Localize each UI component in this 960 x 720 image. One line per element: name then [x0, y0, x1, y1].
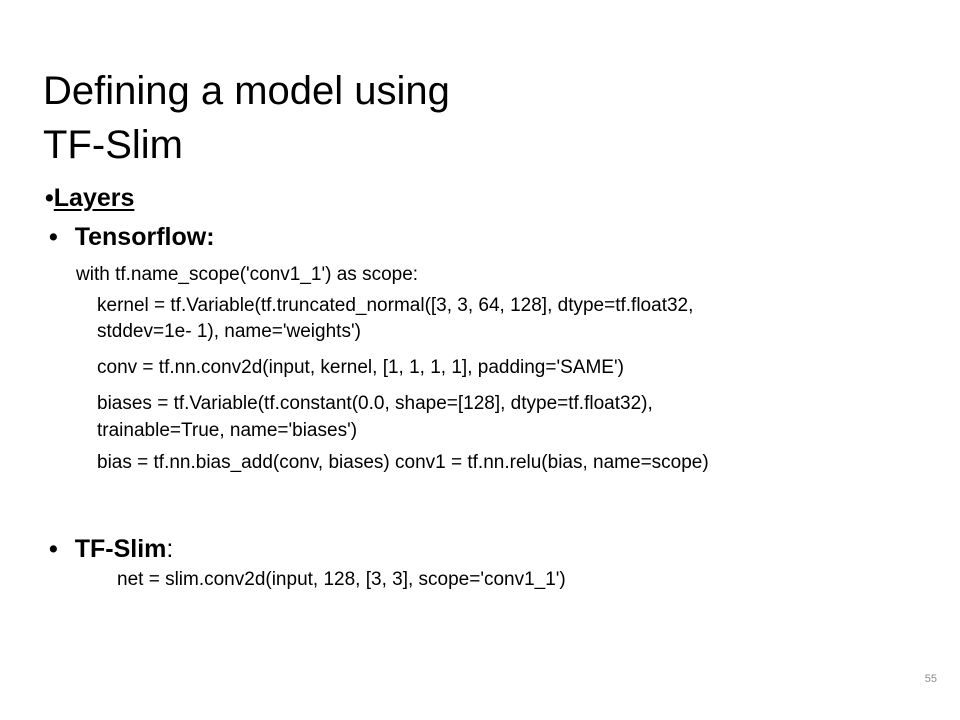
bullet-tfslim: • TF-Slim:: [49, 533, 173, 565]
tfslim-heading: TF-Slim: [74, 535, 167, 563]
code-line: biases = tf.Variable(tf.constant(0.0, sh…: [97, 393, 653, 414]
slide-title: Defining a model using TF-Slim: [43, 64, 450, 172]
code-line: stddev=1e- 1), name='weights'): [97, 321, 361, 342]
bullet-tensorflow: • Tensorflow:: [49, 221, 215, 253]
code-line: conv = tf.nn.conv2d(input, kernel, [1, 1…: [97, 357, 624, 378]
tfslim-code-line: net = slim.conv2d(input, 128, [3, 3], sc…: [117, 569, 566, 590]
code-scope-line: with tf.name_scope('conv1_1') as scope:: [76, 264, 419, 285]
slide-title-line-1: Defining a model using: [43, 69, 450, 113]
layers-heading: Layers: [53, 184, 135, 212]
bullet-dot: •: [49, 535, 58, 563]
tensorflow-heading: Tensorflow:: [74, 223, 215, 251]
slide-title-line-2: TF-Slim: [43, 123, 183, 167]
code-line: kernel = tf.Variable(tf.truncated_normal…: [97, 295, 694, 316]
bullet-layers: •Layers: [45, 182, 134, 214]
code-line: bias = tf.nn.bias_add(conv, biases) conv…: [97, 452, 709, 473]
bullet-dot: •: [49, 223, 58, 251]
page-number: 55: [924, 673, 937, 685]
tfslim-colon: :: [166, 535, 174, 563]
code-line: trainable=True, name='biases'): [97, 420, 358, 441]
bullet-dot: •: [45, 184, 54, 212]
